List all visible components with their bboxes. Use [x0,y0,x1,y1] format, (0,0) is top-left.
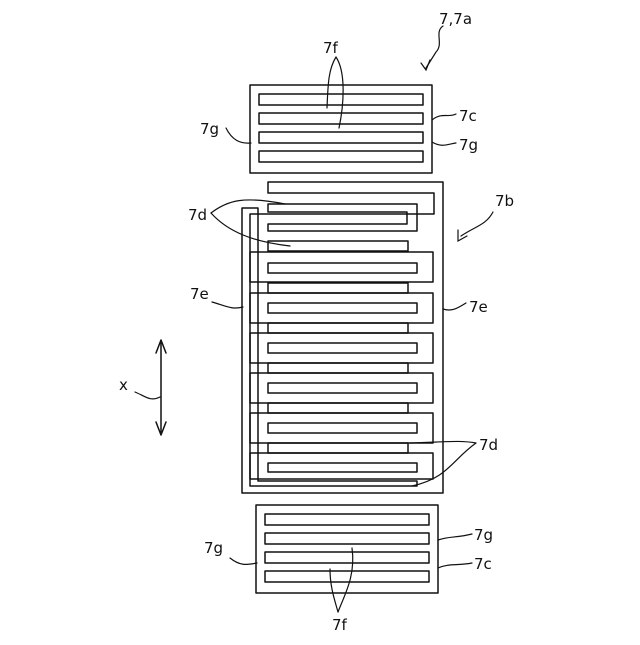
finger-5 [268,323,408,333]
bottom-block [256,505,438,593]
finger-4 [268,303,417,313]
label-x: x [119,376,128,394]
loop-2 [250,293,433,323]
finger-7 [268,363,408,373]
leader-7f-top-2 [336,57,343,128]
leader-7g-bottom-right [438,534,472,540]
direction-arrow [135,340,166,435]
bottom-slit-4 [265,571,429,582]
label-7e-left: 7e [190,285,209,303]
loop-1 [250,252,433,282]
label-7g-top-left: 7g [200,120,219,138]
leader-7-7a [426,26,443,68]
leader-7c-top [432,114,456,120]
top-slit-1 [259,94,423,105]
leader-7c-bottom [438,563,472,568]
top-block [250,85,432,173]
label-7c-top: 7c [459,107,477,125]
loop-4 [250,373,433,403]
label-7b: 7b [495,192,514,210]
finger-11 [268,443,408,453]
leader-7g-bottom-left [230,558,257,564]
leader-7f-bottom-2 [330,569,338,612]
label-7g-top-right: 7g [459,136,478,154]
finger-10 [268,423,417,433]
bottom-slit-3 [265,552,429,563]
label-7g-bottom-left: 7g [204,539,223,557]
loop-5 [250,413,433,443]
label-7d-right: 7d [479,436,498,454]
leader-lines [211,26,493,612]
leader-7b [461,212,493,236]
reference-labels: 7,7a 7f 7c 7g 7g 7b 7d 7e 7e x 7d 7g 7g … [119,10,514,634]
finger-9 [268,403,408,413]
leader-7d-left-1 [211,200,285,213]
bottom-slit-1 [265,514,429,525]
label-7f-top: 7f [323,39,339,57]
top-block-outline [250,85,432,173]
label-7-7a: 7,7a [439,10,472,28]
bottom-slit-2 [265,533,429,544]
leader-7g-top-left [226,128,251,143]
arrowhead-7-7a [421,60,430,70]
finger-2 [268,263,417,273]
x-leader-line [135,392,160,399]
top-slit-4 [259,151,423,162]
serpentine-channel [268,204,417,231]
label-7e-right: 7e [469,298,488,316]
label-7d-left: 7d [188,206,207,224]
finger-12 [268,463,417,472]
serpentine-outline [242,182,443,493]
loop-3 [250,333,433,363]
leader-7e-right [443,303,466,310]
label-7g-bottom-right: 7g [474,526,493,544]
serpentine-block [242,182,443,493]
label-7c-bottom: 7c [474,555,492,573]
finger-8 [268,383,417,393]
label-7f-bottom: 7f [332,616,348,634]
finger-6 [268,343,417,353]
leader-7f-top-1 [327,57,336,108]
leader-7f-bottom-1 [338,548,353,612]
leader-7e-left [212,302,243,308]
leader-7g-top-right [432,142,456,145]
top-slit-3 [259,132,423,143]
bottom-block-outline [256,505,438,593]
loop-6 [250,453,433,479]
finger-3 [268,283,408,293]
